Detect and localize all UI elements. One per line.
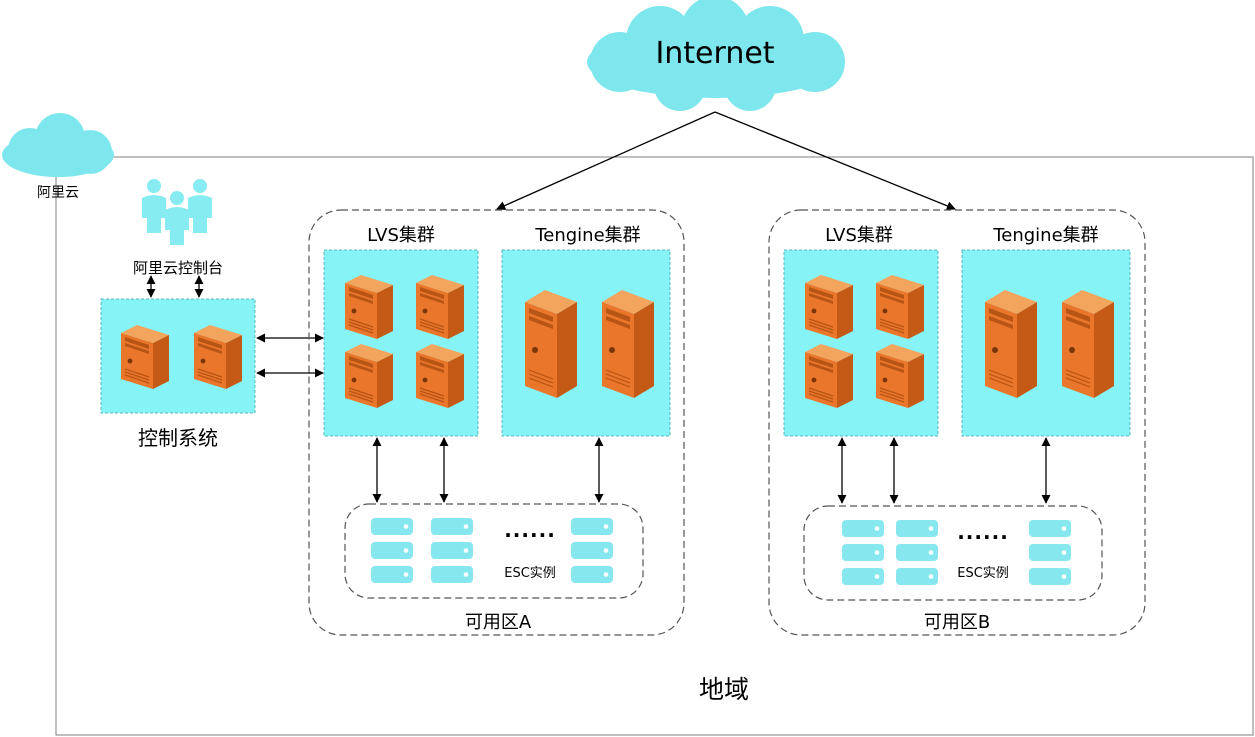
server-icon	[120, 324, 170, 390]
zone-a-ecs-dots: ......	[504, 518, 556, 542]
server-tall-icon	[524, 289, 578, 399]
zone-a-lvs-label: LVS集群	[367, 225, 435, 246]
internet-to-zone-a-arrow	[496, 111, 716, 210]
zone-b-lvs-label: LVS集群	[825, 225, 893, 246]
zone-a-ecs-box	[344, 503, 644, 599]
zone-b-label: 可用区B	[923, 612, 991, 633]
zone-b-ecs-dots: ......	[957, 520, 1009, 544]
server-icon	[415, 274, 465, 340]
zone-b-box	[768, 209, 1146, 636]
server-icon	[875, 274, 925, 340]
internet-label: Internet	[655, 36, 775, 71]
region-box	[55, 156, 1254, 736]
zone-b-lvs-box	[783, 249, 939, 437]
region-label: 地域	[698, 675, 750, 704]
server-icon	[344, 274, 394, 340]
console-label: 阿里云控制台	[132, 259, 224, 277]
zone-a-box	[308, 209, 685, 636]
server-icon	[804, 343, 854, 409]
internet-cloud-icon	[587, 0, 845, 111]
zone-b-ecs-label: ESC实例	[957, 566, 1009, 581]
aliyun-cloud-icon	[2, 113, 114, 177]
zone-b-tengine-label: Tengine集群	[993, 225, 1099, 246]
server-icon	[193, 324, 243, 390]
server-icon	[415, 343, 465, 409]
zone-a-lvs-box	[323, 249, 479, 437]
server-tall-icon	[601, 289, 655, 399]
zone-a-tengine-label: Tengine集群	[535, 225, 641, 246]
users-icon	[142, 179, 212, 245]
zone-a-ecs-label: ESC实例	[504, 566, 556, 581]
server-tall-icon	[1061, 289, 1115, 399]
zone-b-ecs-box	[803, 505, 1103, 601]
internet-to-zone-b-arrow	[714, 111, 956, 211]
control-system-label: 控制系统	[138, 426, 218, 450]
server-icon	[875, 343, 925, 409]
server-icon	[344, 343, 394, 409]
server-tall-icon	[984, 289, 1038, 399]
zone-a-label: 可用区A	[464, 612, 532, 633]
aliyun-label: 阿里云	[37, 185, 79, 201]
zone-a-ecs-blocks	[371, 518, 613, 583]
server-icon	[804, 274, 854, 340]
